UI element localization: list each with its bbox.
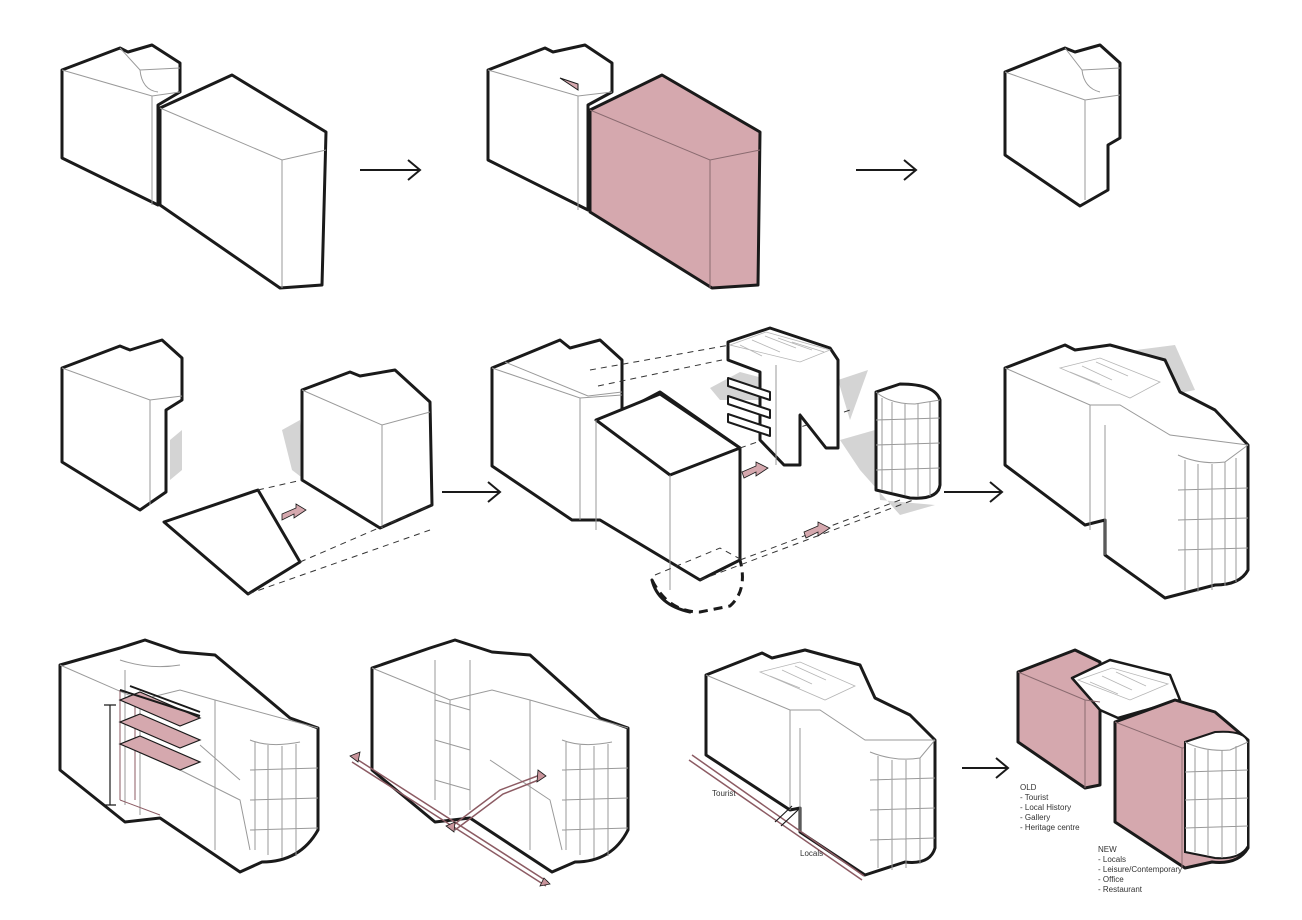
curved-tower-module xyxy=(874,382,942,500)
pink-floor-2 xyxy=(118,713,202,749)
legend-old: OLD - Tourist - Local History - Gallery … xyxy=(1020,783,1080,832)
panel-assembly xyxy=(490,326,942,614)
new-heading: NEW xyxy=(1098,845,1117,854)
outline-8 xyxy=(370,638,630,874)
circulation-path-main xyxy=(351,757,549,887)
panel-program-split: OLD - Tourist - Local History - Gallery … xyxy=(1016,648,1250,894)
new-item-2: - Leisure/Contemporary xyxy=(1098,865,1182,874)
label-locals: Locals xyxy=(800,849,823,858)
old-block-2 xyxy=(486,43,614,212)
new-block xyxy=(158,73,328,290)
new-item-3: - Office xyxy=(1098,875,1124,884)
cube-block xyxy=(300,368,434,530)
arrow-1 xyxy=(360,159,422,181)
new-item-1: - Locals xyxy=(1098,855,1126,864)
old-heading: OLD xyxy=(1020,783,1037,792)
new-block-highlighted xyxy=(588,73,762,290)
old-item-2: - Local History xyxy=(1020,803,1071,812)
panel-site-circulation xyxy=(349,638,630,887)
panel-old-block-only xyxy=(1003,43,1122,208)
arrow-4 xyxy=(944,481,1004,503)
pink-arrow-2 xyxy=(803,521,831,539)
outline-9 xyxy=(704,648,937,877)
path-users xyxy=(688,754,865,881)
old-item-4: - Heritage centre xyxy=(1020,823,1080,832)
arrow-2 xyxy=(856,159,918,181)
panel-user-groups: Tourist Locals xyxy=(688,648,937,881)
pink-floor-3 xyxy=(118,735,202,771)
circulation-path-branch xyxy=(451,774,542,831)
legend-new: NEW - Locals - Leisure/Contemporary - Of… xyxy=(1098,845,1182,894)
panel-highlight-new-block xyxy=(486,43,762,290)
old-block-3 xyxy=(1003,43,1122,208)
label-tourist: Tourist xyxy=(712,789,736,798)
panel-combined xyxy=(1003,343,1250,600)
panel-section-circulation xyxy=(58,638,320,874)
old-block xyxy=(60,43,182,207)
outline-7 xyxy=(58,638,320,874)
floor-plates xyxy=(727,377,771,437)
pink-arrow-1 xyxy=(741,461,769,479)
new-item-4: - Restaurant xyxy=(1098,885,1143,894)
panel-exploded-parts xyxy=(60,338,434,596)
old-item-1: - Tourist xyxy=(1020,793,1049,802)
old-item-3: - Gallery xyxy=(1020,813,1050,822)
arrow-3 xyxy=(442,481,502,503)
arrow-5 xyxy=(962,757,1010,779)
site-footprint xyxy=(162,488,302,596)
roof-truss-module xyxy=(726,326,840,467)
old-block-4 xyxy=(60,338,184,512)
panel-existing-masses xyxy=(60,43,328,290)
